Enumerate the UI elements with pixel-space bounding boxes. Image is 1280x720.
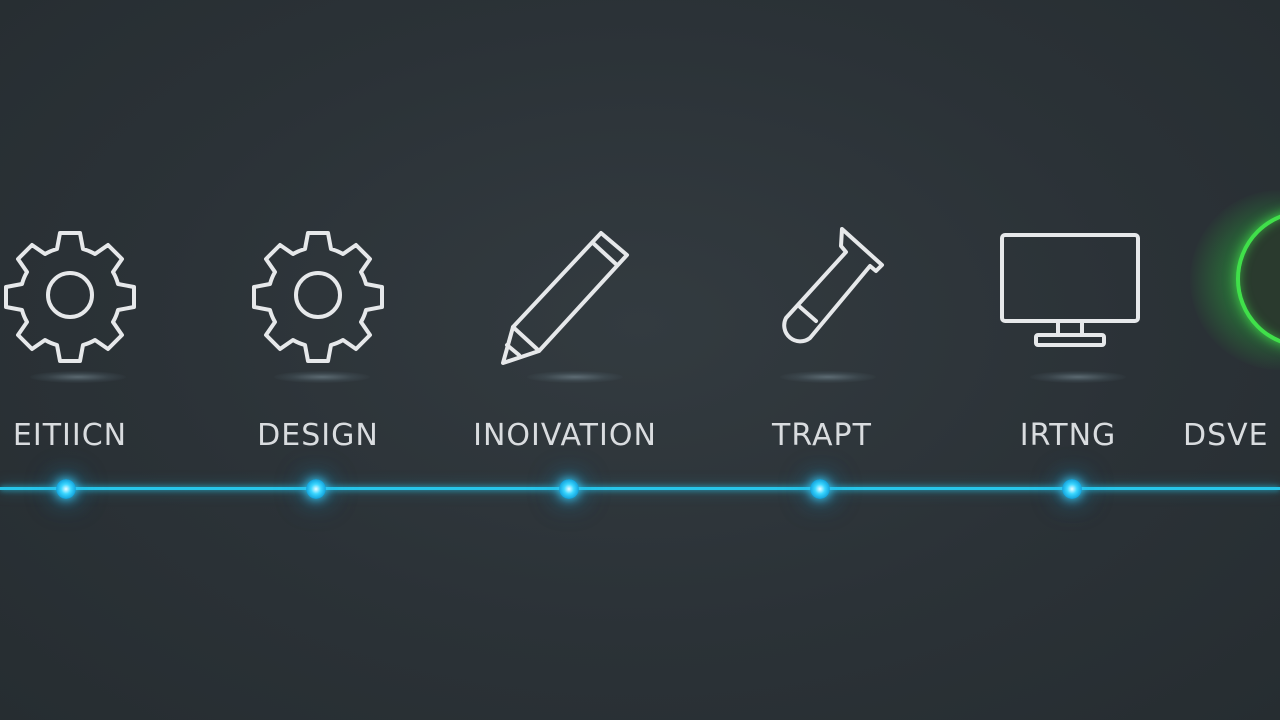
pencil-icon <box>497 225 637 365</box>
timeline-node <box>56 479 76 499</box>
test-tube-icon <box>760 225 900 365</box>
monitor-icon <box>1000 225 1140 365</box>
icon-shadow <box>274 371 370 383</box>
icon-shadow <box>1030 371 1126 383</box>
step-label: INOIVATION <box>473 418 657 453</box>
timeline-line <box>0 487 1280 490</box>
icon-shadow <box>30 371 126 383</box>
gear-icon <box>0 225 140 365</box>
gear-icon <box>248 225 388 365</box>
step-label: EITIICN <box>12 418 128 453</box>
step-label: TRAPT <box>772 418 872 453</box>
step-label: IRTNG <box>1019 418 1117 453</box>
step-label: DSVE <box>1183 418 1269 453</box>
timeline-node <box>1062 479 1082 499</box>
icon-shadow <box>780 371 876 383</box>
icon-shadow <box>527 371 623 383</box>
step-label: DESIGN <box>257 418 379 453</box>
timeline-node <box>559 479 579 499</box>
timeline-node <box>810 479 830 499</box>
timeline-node <box>306 479 326 499</box>
